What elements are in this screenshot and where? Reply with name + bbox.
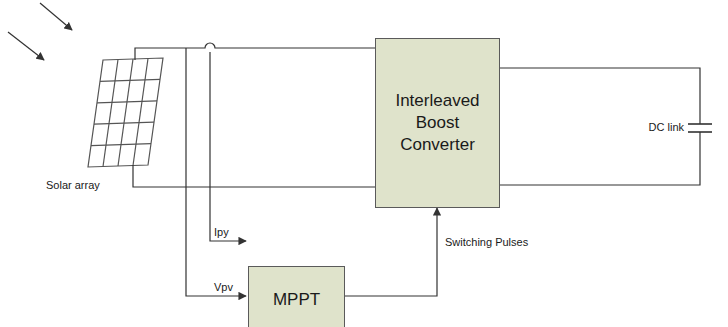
panel-cell-line <box>133 59 148 166</box>
signal-name: Ipy <box>214 226 229 239</box>
panel-cell-line <box>103 60 118 167</box>
dc-output-wire <box>500 68 700 124</box>
pv-negative-wire <box>133 165 375 187</box>
panel-cell-line <box>118 59 133 166</box>
node-text: MPPT <box>267 285 326 315</box>
sun-ray <box>8 32 44 60</box>
node-text: Interleaved Boost Converter <box>376 86 499 160</box>
signal-arrow <box>345 208 437 296</box>
capacitor-plate <box>688 123 712 125</box>
panel-cell-line <box>100 79 160 81</box>
panel-cell-line <box>94 122 154 124</box>
controller-box: MPPT <box>248 266 345 327</box>
pv-positive-wire <box>135 43 375 60</box>
edge-label: Switching Pulses <box>445 236 528 249</box>
panel-cell-line <box>97 101 157 103</box>
solar-panel <box>88 58 163 167</box>
sun-ray <box>40 3 72 30</box>
capacitor-label: DC link <box>649 121 684 134</box>
array-label: Solar array <box>46 179 100 192</box>
panel-cell-line <box>91 144 151 146</box>
voltage-sense-wire <box>186 48 246 296</box>
converter-box: Interleaved Boost Converter <box>375 38 500 208</box>
signal-name: Vpv <box>214 281 233 294</box>
capacitor-plate <box>688 131 712 133</box>
dc-output-wire <box>500 132 700 185</box>
current-sense-wire <box>210 52 246 241</box>
